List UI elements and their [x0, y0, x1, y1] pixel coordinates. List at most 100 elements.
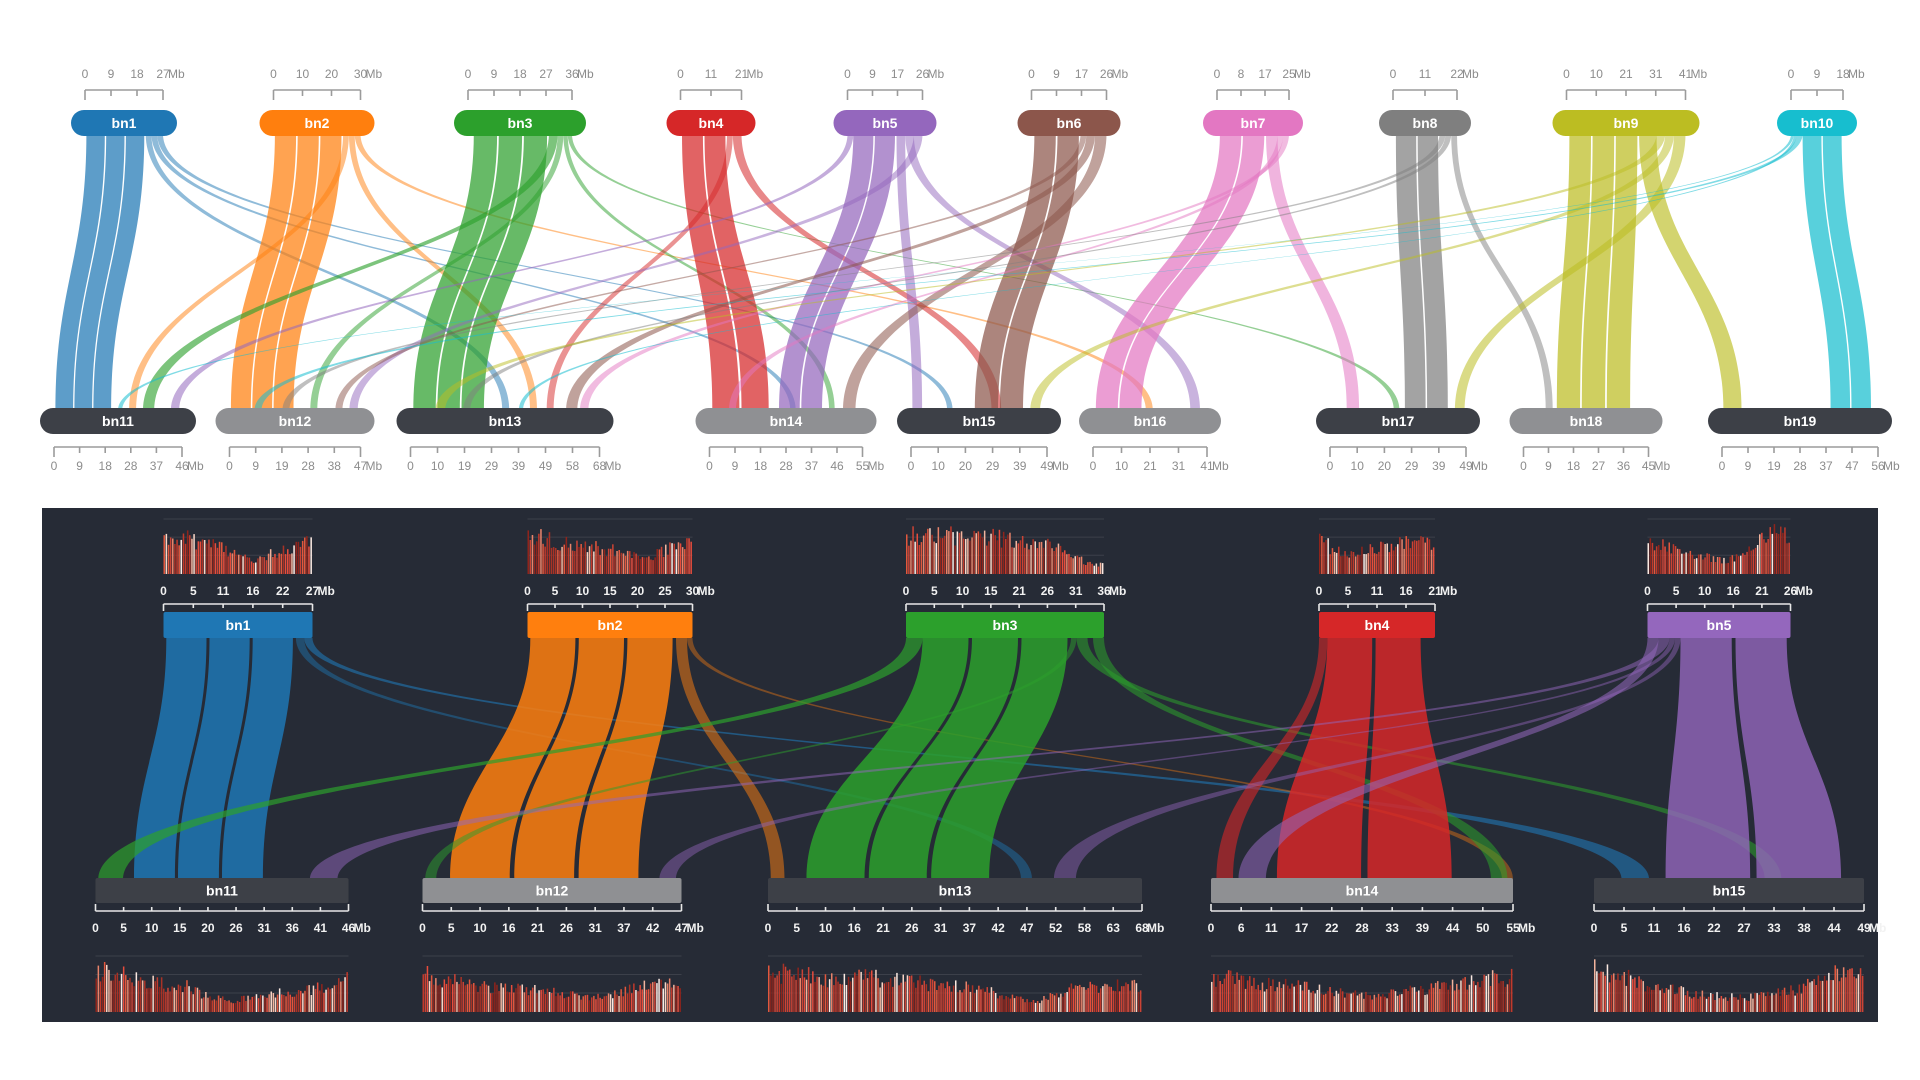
- synteny-ribbon-bn7-bn14[interactable]: [729, 134, 1284, 410]
- synteny-ribbon-bn3-bn14[interactable]: [1093, 638, 1508, 879]
- synteny-ribbon-bn3-bn12[interactable]: [425, 638, 1077, 879]
- synteny-ribbon-bn5-bn11[interactable]: [170, 134, 854, 410]
- synteny-ribbon-bn10-bn19[interactable]: [1802, 134, 1851, 410]
- synteny-ribbon-bn1-bn11[interactable]: [93, 134, 145, 410]
- synteny-ribbon-bn7-bn13[interactable]: [580, 134, 1289, 410]
- chromosome-bar-bn2[interactable]: [527, 612, 693, 638]
- synteny-ribbon-bn3-bn12[interactable]: [310, 134, 564, 410]
- synteny-ribbon-bn8-bn17[interactable]: [1417, 134, 1448, 410]
- synteny-ribbon-bn5-bn11[interactable]: [310, 638, 1670, 879]
- histogram-bar: [1845, 977, 1847, 1012]
- chromosome-bar-bn1[interactable]: [71, 110, 177, 136]
- synteny-ribbon-bn10-bn13[interactable]: [518, 134, 1797, 410]
- synteny-ribbon-bn6-bn15[interactable]: [999, 134, 1079, 410]
- chromosome-bar-bn18[interactable]: [1509, 408, 1663, 434]
- synteny-ribbon-bn2-bn12[interactable]: [514, 638, 624, 879]
- chromosome-bar-bn14[interactable]: [695, 408, 877, 434]
- synteny-ribbon-bn5-bn15[interactable]: [1735, 638, 1842, 879]
- synteny-ribbon-bn6-bn13[interactable]: [566, 134, 1095, 410]
- synteny-ribbon-bn9-bn18[interactable]: [1606, 134, 1638, 410]
- synteny-ribbon-bn2-bn12[interactable]: [273, 134, 342, 410]
- synteny-ribbon-bn3-bn13[interactable]: [806, 638, 969, 879]
- synteny-ribbon-bn7-bn17[interactable]: [1266, 134, 1360, 410]
- synteny-ribbon-bn9-bn15[interactable]: [1030, 134, 1674, 410]
- synteny-ribbon-bn5-bn12[interactable]: [349, 134, 923, 410]
- synteny-ribbon-bn10-bn19[interactable]: [1822, 134, 1871, 410]
- chromosome-bar-bn3[interactable]: [906, 612, 1104, 638]
- synteny-ribbon-bn2-bn14[interactable]: [687, 638, 1513, 879]
- synteny-ribbon-bn2-bn16[interactable]: [354, 134, 1153, 410]
- chromosome-bar-bn13[interactable]: [768, 878, 1142, 903]
- chromosome-bar-bn15[interactable]: [1594, 878, 1864, 903]
- synteny-ribbon-bn5-bn14[interactable]: [1238, 638, 1659, 879]
- synteny-ribbon-bn1-bn11[interactable]: [55, 134, 105, 410]
- synteny-ribbon-bn3-bn11[interactable]: [98, 638, 923, 879]
- synteny-ribbon-bn3-bn13[interactable]: [413, 134, 498, 410]
- ruler-tick-label: 20: [201, 921, 215, 935]
- synteny-ribbon-bn6-bn12[interactable]: [335, 134, 1087, 410]
- histogram-bar: [1403, 989, 1405, 1012]
- synteny-ribbon-bn3-bn13[interactable]: [868, 638, 1018, 879]
- synteny-ribbon-bn5-bn14[interactable]: [801, 134, 895, 410]
- chromosome-bar-bn12[interactable]: [422, 878, 682, 903]
- synteny-ribbon-bn2-bn13[interactable]: [676, 638, 785, 879]
- synteny-ribbon-bn1-bn13[interactable]: [145, 134, 510, 410]
- synteny-ribbon-bn9-bn17[interactable]: [1454, 134, 1686, 410]
- synteny-ribbon-bn2-bn12[interactable]: [230, 134, 297, 410]
- synteny-ribbon-bn4-bn14[interactable]: [1367, 638, 1452, 879]
- synteny-ribbon-bn4-bn14[interactable]: [704, 134, 769, 410]
- synteny-ribbon-bn1-bn11[interactable]: [134, 638, 207, 879]
- chromosome-bar-bn12[interactable]: [215, 408, 375, 434]
- synteny-ribbon-bn3-bn11[interactable]: [143, 134, 558, 410]
- synteny-ribbon-bn5-bn12[interactable]: [659, 638, 1676, 879]
- synteny-ribbon-bn5-bn15[interactable]: [896, 134, 923, 410]
- synteny-ribbon-bn1-bn15[interactable]: [157, 134, 953, 410]
- chromosome-bar-bn11[interactable]: [40, 408, 196, 434]
- histogram-bar: [839, 983, 841, 1012]
- chromosome-bar-bn6[interactable]: [1017, 110, 1121, 136]
- synteny-ribbon-bn1-bn13[interactable]: [295, 638, 1032, 879]
- chromosome-bar-bn5[interactable]: [1647, 612, 1791, 638]
- chromosome-bar-bn4[interactable]: [666, 110, 756, 136]
- synteny-ribbon-bn2-bn12[interactable]: [578, 638, 673, 879]
- synteny-ribbon-bn9-bn19[interactable]: [1639, 134, 1742, 410]
- chromosome-bar-bn4[interactable]: [1319, 612, 1435, 638]
- synteny-ribbon-bn1-bn11[interactable]: [222, 638, 293, 879]
- chromosome-bar-bn13[interactable]: [396, 408, 614, 434]
- synteny-ribbon-bn6-bn14[interactable]: [843, 134, 1107, 410]
- synteny-ribbon-bn9-bn18[interactable]: [1581, 134, 1615, 410]
- chromosome-bar-bn17[interactable]: [1316, 408, 1480, 434]
- synteny-ribbon-bn8-bn18[interactable]: [1451, 134, 1553, 410]
- synteny-ribbon-bn4-bn14[interactable]: [1216, 638, 1328, 879]
- chromosome-bar-bn1[interactable]: [163, 612, 313, 638]
- chromosome-bar-bn9[interactable]: [1552, 110, 1700, 136]
- synteny-ribbon-bn10-bn11[interactable]: [118, 134, 1794, 410]
- chromosome-bar-bn15[interactable]: [897, 408, 1061, 434]
- histogram-bar: [1078, 557, 1081, 574]
- chromosome-bar-bn2[interactable]: [259, 110, 375, 136]
- synteny-ribbon-bn9-bn13[interactable]: [435, 134, 1666, 410]
- chromosome-bar-bn7[interactable]: [1203, 110, 1303, 136]
- synteny-ribbon-bn10-bn12[interactable]: [254, 134, 1803, 410]
- synteny-ribbon-bn8-bn17[interactable]: [1395, 134, 1426, 410]
- synteny-ribbon-bn6-bn15[interactable]: [974, 134, 1056, 410]
- chromosome-bar-bn19[interactable]: [1708, 408, 1892, 434]
- chromosome-bar-bn11[interactable]: [95, 878, 349, 903]
- synteny-ribbon-bn7-bn16[interactable]: [1119, 134, 1265, 410]
- synteny-ribbon-bn2-bn12[interactable]: [252, 134, 319, 410]
- chromosome-bar-bn10[interactable]: [1777, 110, 1857, 136]
- synteny-ribbon-bn7-bn16[interactable]: [1095, 134, 1242, 410]
- synteny-ribbon-bn8-bn12[interactable]: [282, 134, 1446, 410]
- synteny-ribbon-bn3-bn13[interactable]: [461, 134, 548, 410]
- chromosome-bar-bn5[interactable]: [833, 110, 937, 136]
- synteny-ribbon-bn5-bn13[interactable]: [1054, 638, 1681, 879]
- synteny-ribbon-bn1-bn11[interactable]: [74, 134, 125, 410]
- synteny-ribbon-bn2-bn13[interactable]: [348, 134, 537, 410]
- synteny-ribbon-bn2-bn11[interactable]: [129, 134, 349, 410]
- chromosome-bar-bn16[interactable]: [1079, 408, 1221, 434]
- synteny-ribbon-bn3-bn17[interactable]: [567, 134, 1400, 410]
- chromosome-bar-bn3[interactable]: [454, 110, 586, 136]
- chromosome-bar-bn8[interactable]: [1379, 110, 1471, 136]
- chromosome-bar-bn14[interactable]: [1211, 878, 1513, 903]
- synteny-ribbon-bn5-bn15[interactable]: [1665, 638, 1751, 879]
